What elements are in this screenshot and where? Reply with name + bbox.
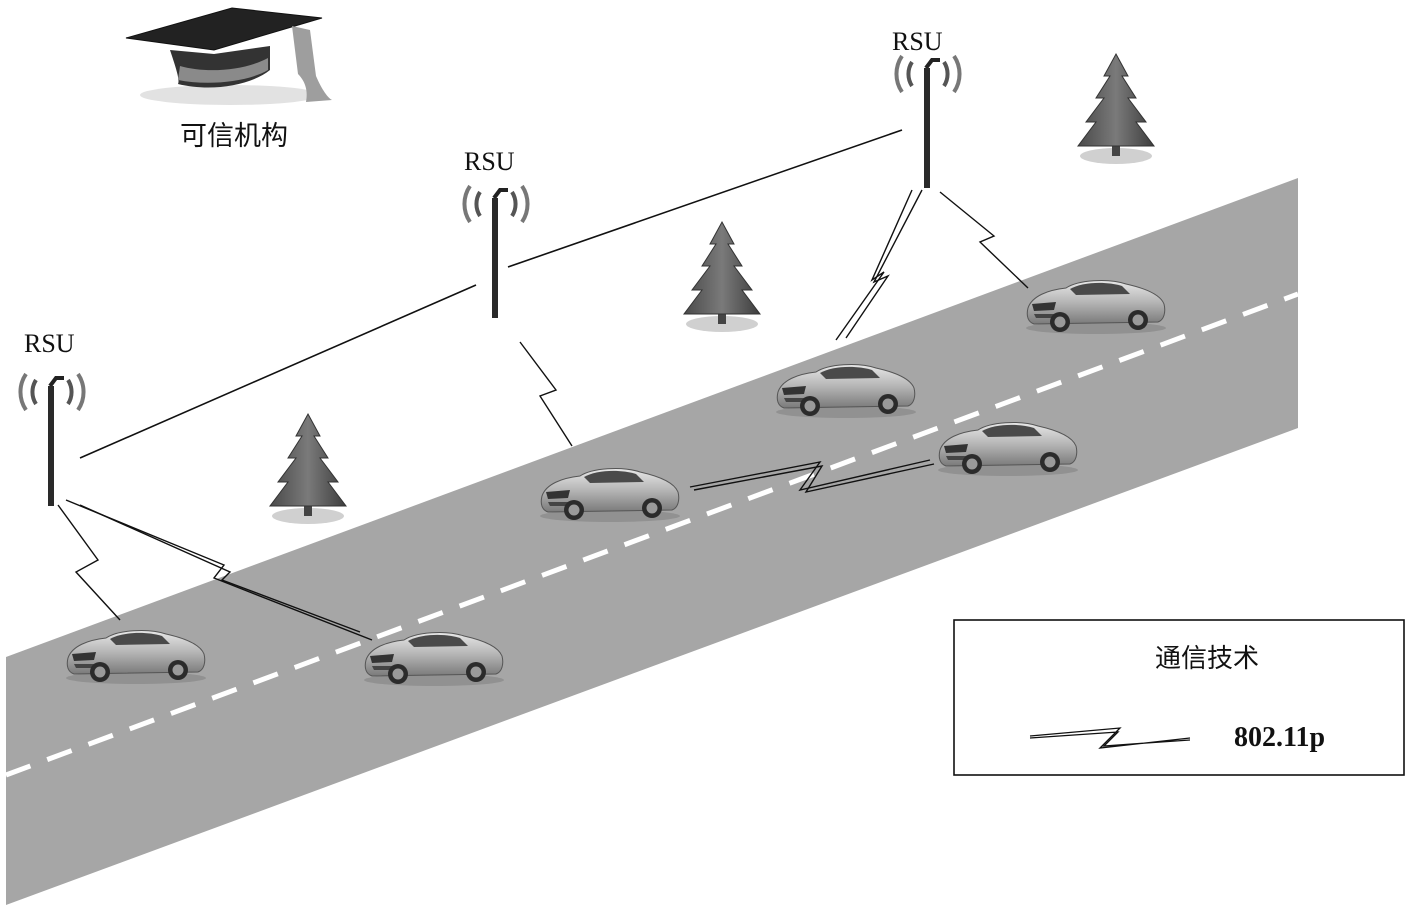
rsu-backbone-links [79,129,903,459]
legend-item-label: 802.11p [1234,722,1325,753]
road [6,178,1298,905]
lane-marking [5,291,1299,778]
legend: 通信技术 802.11p [953,619,1405,776]
legend-title: 通信技术 [1155,644,1259,674]
zigzag-link-icon [1029,727,1191,749]
trusted-authority: 可信机构 [125,7,332,152]
rsu-middle: RSU [462,147,530,320]
rsu-label-left: RSU [24,329,75,358]
tree [1077,53,1155,165]
legend-box [953,619,1405,776]
rsu-label-middle: RSU [464,147,515,176]
graduation-cap-icon [125,7,332,105]
rsu-label-right: RSU [892,27,943,56]
rsu-left: RSU [18,329,86,508]
wireless-links [57,189,1029,641]
rsu-right: RSU [892,27,962,190]
tree [269,413,347,525]
tree [683,221,761,333]
trusted-authority-label: 可信机构 [180,121,288,152]
